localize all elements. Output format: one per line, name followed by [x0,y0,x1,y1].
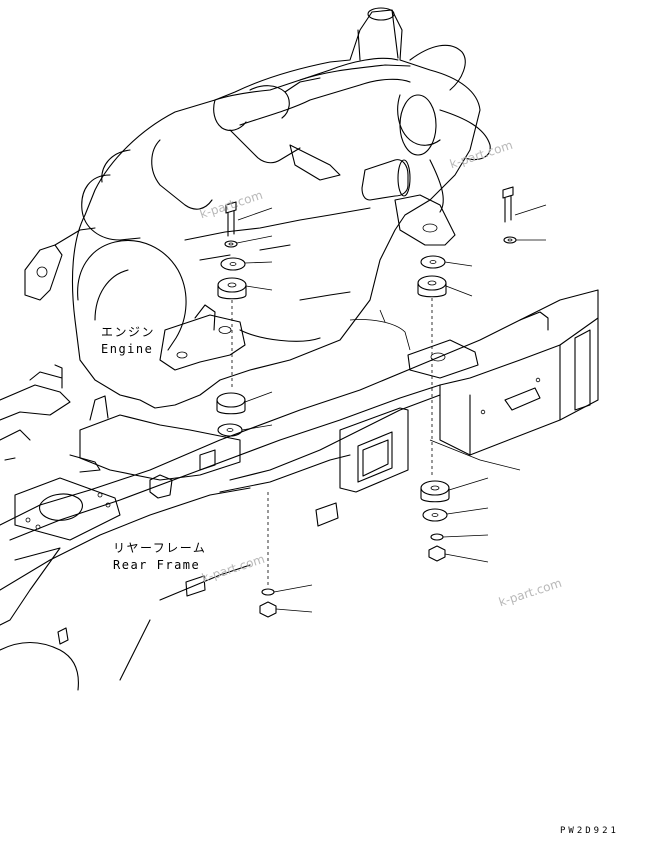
engine-label-en: Engine [101,342,154,356]
fastener-stack-rear-right [417,186,517,562]
engine-label-jp: エンジン [101,325,156,339]
fastener-stack-front-left [216,201,247,437]
rear-frame-label-en: Rear Frame [113,558,201,572]
engine-drawing [24,7,491,409]
rear-frame-drawing [0,289,599,691]
leader-lines [236,204,547,613]
rear-frame-label-jp: リヤーフレーム [113,541,207,555]
drawing-code: PW2D921 [560,826,619,836]
